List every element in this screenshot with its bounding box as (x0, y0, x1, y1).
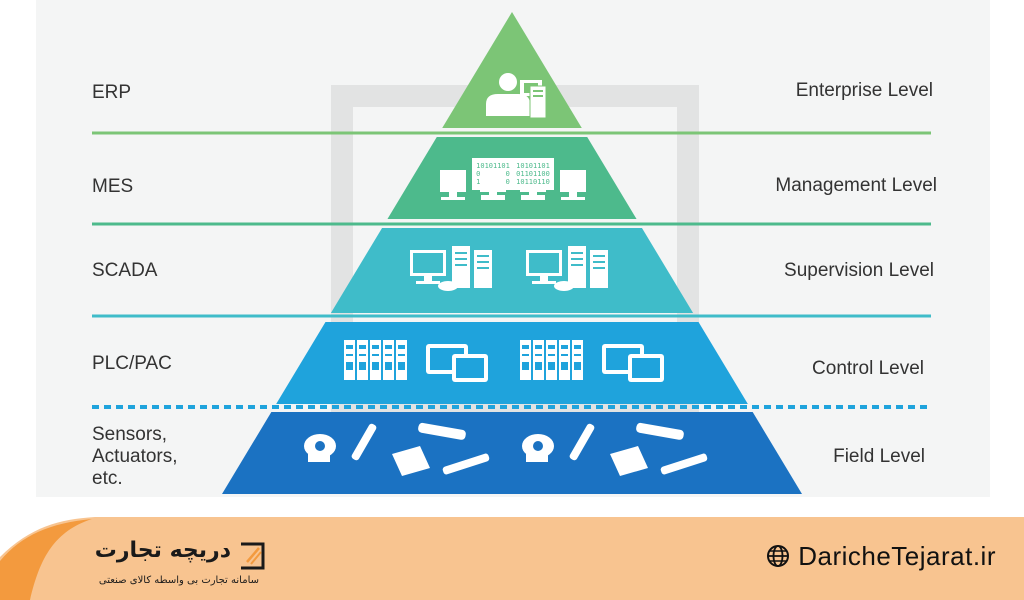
level-system-label: PLC/PAC (92, 353, 172, 374)
level-system-label: MES (92, 176, 134, 197)
website-url: DaricheTejarat.ir (798, 540, 996, 571)
user-workstation-icon (486, 73, 547, 119)
level-name-label: Field Level (833, 446, 925, 467)
server-workstation-icon (526, 246, 608, 291)
tier-enterprise (442, 12, 582, 128)
level-name-label: Control Level (812, 358, 924, 379)
brand-name: دریچه تجارت (94, 538, 231, 563)
level-name-label: Management Level (775, 175, 937, 196)
brand-tagline: سامانه تجارت بی واسطه کالای صنعتی (98, 575, 259, 586)
level-system-label: Sensors, Actuators, etc. (92, 424, 178, 489)
automation-pyramid-diagram: 1010110101101100101101101010110101101100… (36, 0, 990, 497)
footer-bar: دریچه تجارت سامانه تجارت بی واسطه کالای … (0, 517, 1024, 600)
level-system-label: SCADA (92, 260, 158, 281)
binary-text: 10110110 (516, 178, 550, 186)
server-workstation-icon (410, 246, 492, 291)
binary-text: 01101100 (516, 170, 550, 178)
level-system-label: ERP (92, 82, 132, 103)
binary-text: 10101101 (516, 162, 550, 170)
tier-control (276, 322, 748, 404)
globe-icon (767, 545, 790, 567)
window-frame-logo-icon (241, 542, 265, 570)
plc-panel-icon (344, 340, 488, 382)
footer-wave-decoration (0, 517, 300, 600)
sensor-actuator-icon (522, 422, 708, 476)
sensor-actuator-icon (304, 422, 490, 476)
level-name-label: Supervision Level (784, 260, 934, 281)
binary-text: 10101101 (476, 162, 510, 170)
brand-block[interactable]: دریچه تجارت سامانه تجارت بی واسطه کالای … (95, 538, 267, 598)
plc-panel-icon (520, 340, 664, 382)
tier-supervision (330, 228, 694, 313)
website-link[interactable]: DaricheTejarat.ir (766, 541, 996, 571)
level-name-label: Enterprise Level (795, 80, 933, 101)
